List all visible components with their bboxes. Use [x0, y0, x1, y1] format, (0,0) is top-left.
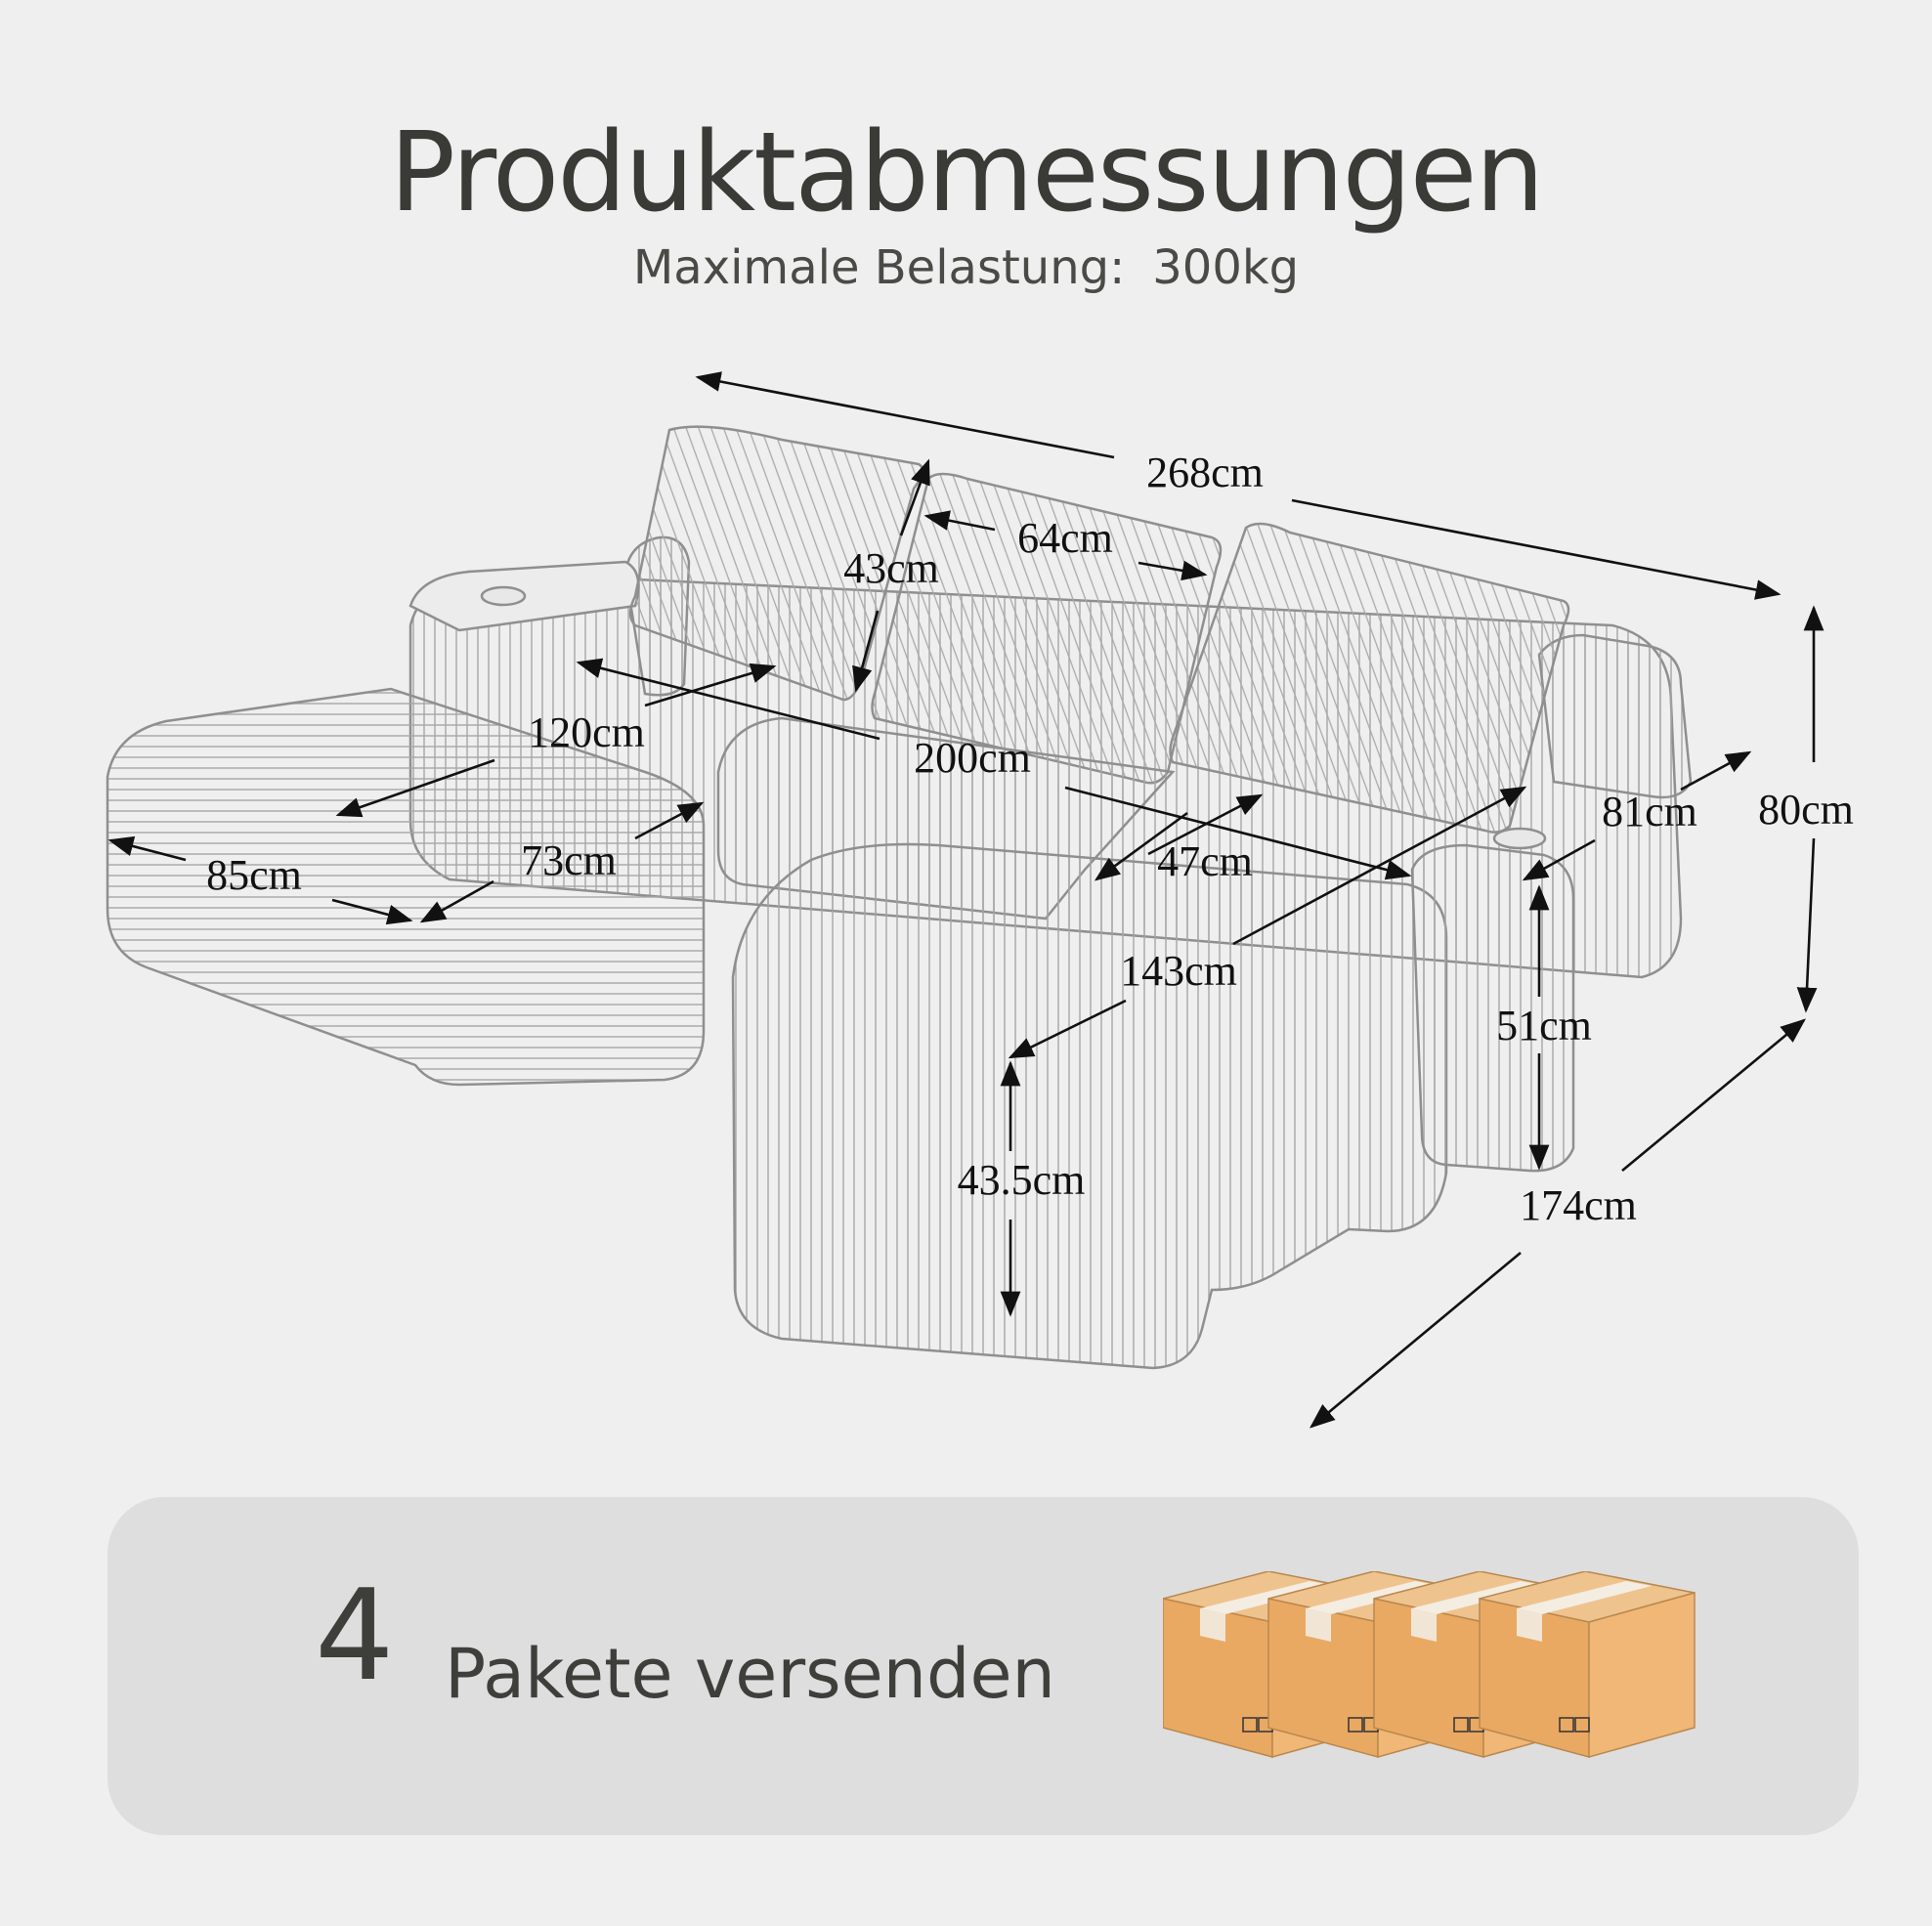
arrow-43-a: [899, 458, 930, 536]
dim-seat-depth-center: 47cm: [1157, 837, 1253, 885]
arrow-120-a: [644, 663, 777, 707]
arrow-81-a: [1680, 750, 1752, 792]
right-chaise: [731, 842, 1448, 1370]
cupholder-left: [480, 585, 527, 607]
dim-total-height: 80cm: [1758, 786, 1854, 834]
arrow-85-b: [331, 898, 413, 925]
dim-armrest-depth: 81cm: [1602, 788, 1697, 835]
page-title: Produktabmessungen: [389, 109, 1545, 236]
sofa-sketch: [106, 425, 1693, 1370]
dim-ottoman-height: 43.5cm: [958, 1156, 1086, 1204]
dim-armrest-height: 51cm: [1496, 1002, 1592, 1049]
back-cushion-3: [1169, 522, 1570, 834]
arrow-47-a: [1147, 793, 1264, 856]
max-load-label: Maximale Belastung:: [632, 240, 1126, 295]
arrow-174-a: [1621, 1018, 1807, 1173]
package-label: Pakete versenden: [445, 1634, 1055, 1714]
dim-total-depth: 174cm: [1520, 1181, 1637, 1229]
arrow-47-b: [1094, 811, 1188, 881]
cupholder-right: [1492, 827, 1547, 850]
back-cushion-1: [628, 425, 924, 702]
arrow-85-a: [107, 835, 187, 862]
cardboard-boxes: [1163, 1571, 1696, 1758]
max-load: Maximale Belastung: 300kg: [0, 240, 1932, 295]
arrow-64-a: [923, 510, 996, 532]
arrow-200-a: [576, 658, 880, 741]
dim-ottoman-width: 85cm: [206, 851, 302, 899]
arrow-73-b: [419, 879, 494, 923]
dim-seat-width: 200cm: [914, 734, 1031, 782]
package-count: 4: [315, 1563, 395, 1709]
arrow-120-b: [335, 758, 495, 818]
max-load-value: 300kg: [1152, 240, 1300, 295]
arrow-43-b: [852, 610, 880, 693]
arrow-64-b: [1138, 560, 1208, 581]
left-ottoman: [106, 687, 706, 1087]
dim-ottoman-depth: 73cm: [521, 836, 617, 884]
cardboard-box-icon: [1479, 1571, 1696, 1758]
dim-chaise-length: 143cm: [1120, 947, 1237, 995]
arrow-268-b: [1291, 498, 1782, 600]
right-arm-front: [1410, 843, 1575, 1173]
arrow-143-b: [1008, 999, 1127, 1059]
right-armrest: [1537, 633, 1693, 799]
sofa-dimension-drawing: 268cm 64cm 43cm 120cm 200cm 85cm 73cm 47…: [106, 371, 1854, 1429]
dim-seat-depth-left: 120cm: [528, 708, 645, 756]
arrow-80-b: [1796, 837, 1818, 1013]
dim-cushion-height: 43cm: [843, 544, 939, 592]
dim-total-width: 268cm: [1146, 449, 1264, 496]
arrow-174-b: [1309, 1252, 1522, 1429]
dim-cushion-width: 64cm: [1017, 514, 1113, 562]
arrow-200-b: [1064, 786, 1412, 880]
arrow-143-a: [1232, 786, 1527, 946]
arrow-73-a: [634, 801, 705, 840]
arrow-268-a: [695, 371, 1115, 459]
arrow-81-b: [1522, 838, 1596, 881]
